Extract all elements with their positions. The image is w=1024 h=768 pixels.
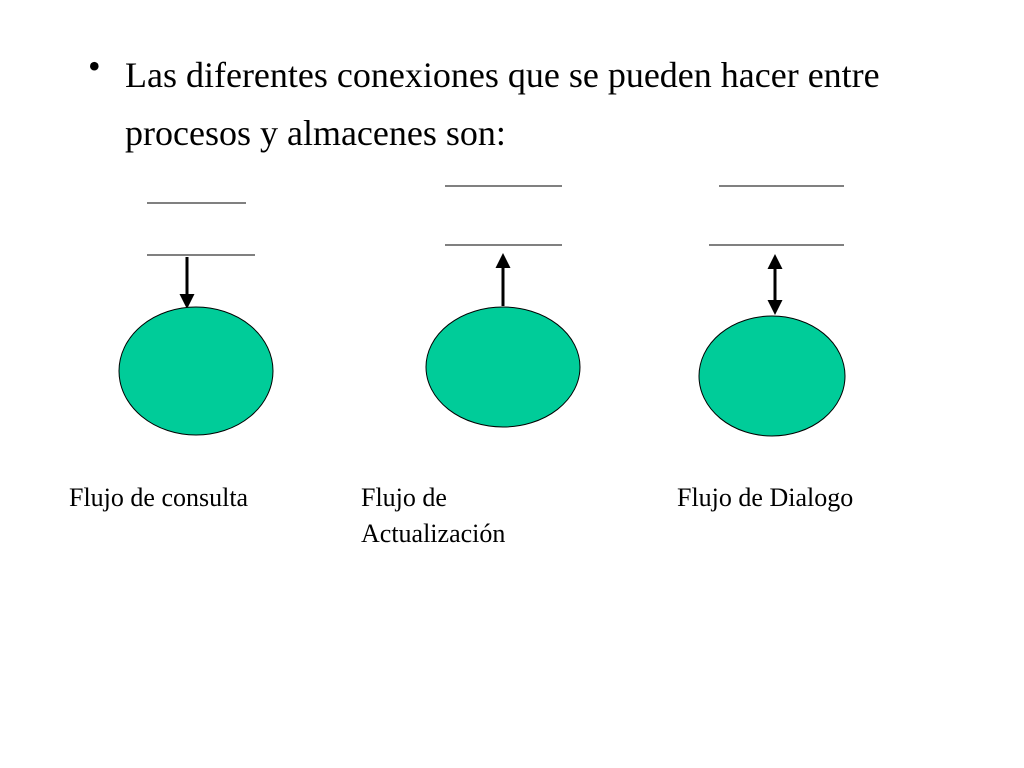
process-circle [425, 306, 581, 428]
bullet-text: Las diferentes conexiones que se pueden … [125, 55, 880, 153]
dialog-flow-label: Flujo de Dialogo [677, 480, 853, 516]
update-flow-group [425, 185, 581, 428]
dialog-flow-group [698, 185, 846, 437]
query-flow-group [118, 202, 274, 436]
label-line-1: Flujo de consulta [69, 483, 249, 512]
process-circle [698, 315, 846, 437]
bullet-marker: • [88, 46, 101, 86]
update-flow-label: Flujo de Actualización [361, 480, 505, 552]
process-circle [118, 306, 274, 436]
query-flow-label: Flujo de consulta [69, 480, 248, 516]
label-line-1: Flujo de Dialogo [677, 483, 854, 512]
label-line-2: Actualización [361, 519, 506, 548]
label-line-1: Flujo de [361, 483, 447, 512]
